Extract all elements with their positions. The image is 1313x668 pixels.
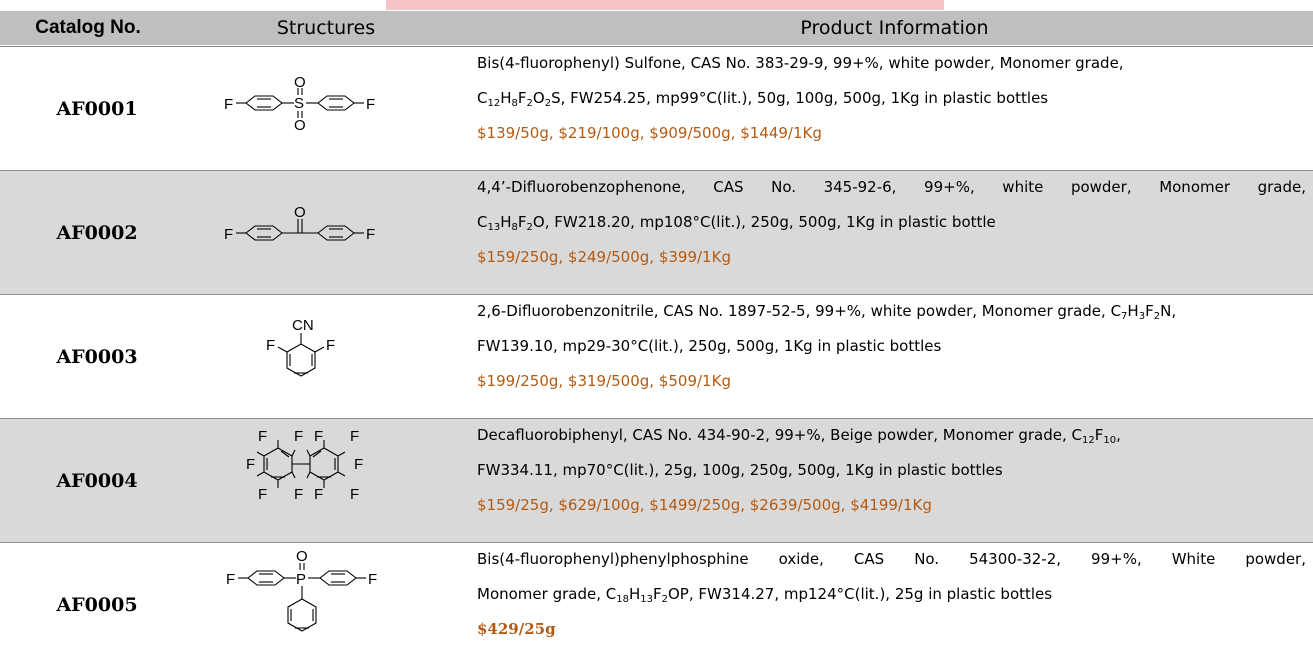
svg-text:F: F <box>366 226 375 243</box>
price-list: $199/250g, $319/500g, $509/1Kg <box>477 372 731 390</box>
molecular-formula: C18H13F2OP <box>605 585 689 605</box>
svg-text:O: O <box>294 117 306 134</box>
svg-text:F: F <box>314 486 323 503</box>
price-list: $139/50g, $219/100g, $909/500g, $1449/1K… <box>477 124 822 142</box>
catalog-number: AF0001 <box>56 98 138 120</box>
structure-image: F F F F F F F F F F <box>194 419 478 543</box>
product-details: FW334.11, mp70°C(lit.), 25g, 100g, 250g,… <box>477 461 1003 479</box>
product-details: C13H8F2O, FW218.20, mp108°C(lit.), 250g,… <box>477 213 996 233</box>
svg-text:F: F <box>224 226 233 243</box>
svg-text:F: F <box>246 456 255 473</box>
svg-text:F: F <box>366 96 375 113</box>
benzonitrile-structure: CN F F <box>266 317 335 377</box>
structure-image: O P F F <box>194 543 478 667</box>
sulfone-structure: F S O O F <box>224 74 375 134</box>
structure-image: O F F <box>194 171 478 295</box>
molecular-formula: C12H8F2O2S <box>477 89 561 109</box>
phosphine-oxide-structure: O P F F <box>226 548 377 632</box>
molecular-formula: C7H3F2N <box>1110 302 1172 322</box>
table-row: AF0005 O P F F Bis(4-fluorophen <box>0 542 1313 666</box>
table-row: AF0001 F S O O F Bis(4-fluorophenyl) Sul… <box>0 46 1313 170</box>
svg-text:F: F <box>368 571 377 588</box>
table-row: AF0003 CN F F 2,6-Difluorobenzonitrile, … <box>0 294 1313 418</box>
molecular-formula: C13H8F2O <box>477 213 545 233</box>
svg-text:O: O <box>296 548 308 565</box>
product-description: 4,4’-Difluorobenzophenone, CAS No. 345-9… <box>477 178 1306 196</box>
catalog-number: AF0005 <box>56 594 138 616</box>
structure-image: CN F F <box>194 295 478 419</box>
svg-text:F: F <box>294 486 303 503</box>
top-banner <box>386 0 944 10</box>
svg-text:F: F <box>266 337 275 354</box>
svg-text:F: F <box>258 486 267 503</box>
svg-text:F: F <box>224 96 233 113</box>
header-product-info: Product Information <box>800 17 989 39</box>
svg-text:F: F <box>226 571 235 588</box>
price-list: $429/25g <box>477 620 556 638</box>
svg-text:F: F <box>350 486 359 503</box>
header-catalog: Catalog No. <box>35 17 141 38</box>
price-list: $159/25g, $629/100g, $1499/250g, $2639/5… <box>477 496 932 514</box>
table-row: AF0004 F F F F F F <box>0 418 1313 542</box>
product-description: 2,6-Difluorobenzonitrile, CAS No. 1897-5… <box>477 302 1177 322</box>
product-details: FW139.10, mp29-30°C(lit.), 250g, 500g, 1… <box>477 337 942 355</box>
svg-text:F: F <box>314 428 323 445</box>
biphenyl-structure: F F F F F F F F F F <box>246 428 363 503</box>
svg-text:F: F <box>326 337 335 354</box>
product-description: Bis(4-fluorophenyl)phenylphosphine oxide… <box>477 550 1306 568</box>
product-description: Decafluorobiphenyl, CAS No. 434-90-2, 99… <box>477 426 1121 446</box>
catalog-number: AF0002 <box>56 222 138 244</box>
molecular-formula: C12F10 <box>1071 426 1117 446</box>
svg-text:O: O <box>294 74 306 91</box>
product-details: Monomer grade, C18H13F2OP, FW314.27, mp1… <box>477 585 1053 605</box>
svg-text:P: P <box>296 571 306 588</box>
table-header: Catalog No. Structures Product Informati… <box>0 11 1313 45</box>
catalog-number: AF0003 <box>56 346 138 368</box>
svg-text:F: F <box>350 428 359 445</box>
catalog-number: AF0004 <box>56 470 138 492</box>
svg-text:S: S <box>294 95 304 112</box>
product-description: Bis(4-fluorophenyl) Sulfone, CAS No. 383… <box>477 54 1124 72</box>
product-details: C12H8F2O2S, FW254.25, mp99°C(lit.), 50g,… <box>477 89 1049 109</box>
table-row: AF0002 O F F 4,4’-Difluorobenzophenone, … <box>0 170 1313 294</box>
svg-text:F: F <box>258 428 267 445</box>
svg-text:F: F <box>354 456 363 473</box>
structure-image: F S O O F <box>194 47 478 171</box>
svg-text:F: F <box>294 428 303 445</box>
svg-text:CN: CN <box>292 317 314 334</box>
svg-text:O: O <box>294 204 306 221</box>
benzophenone-structure: O F F <box>224 204 375 243</box>
price-list: $159/250g, $249/500g, $399/1Kg <box>477 248 731 266</box>
header-structures: Structures <box>276 17 376 39</box>
